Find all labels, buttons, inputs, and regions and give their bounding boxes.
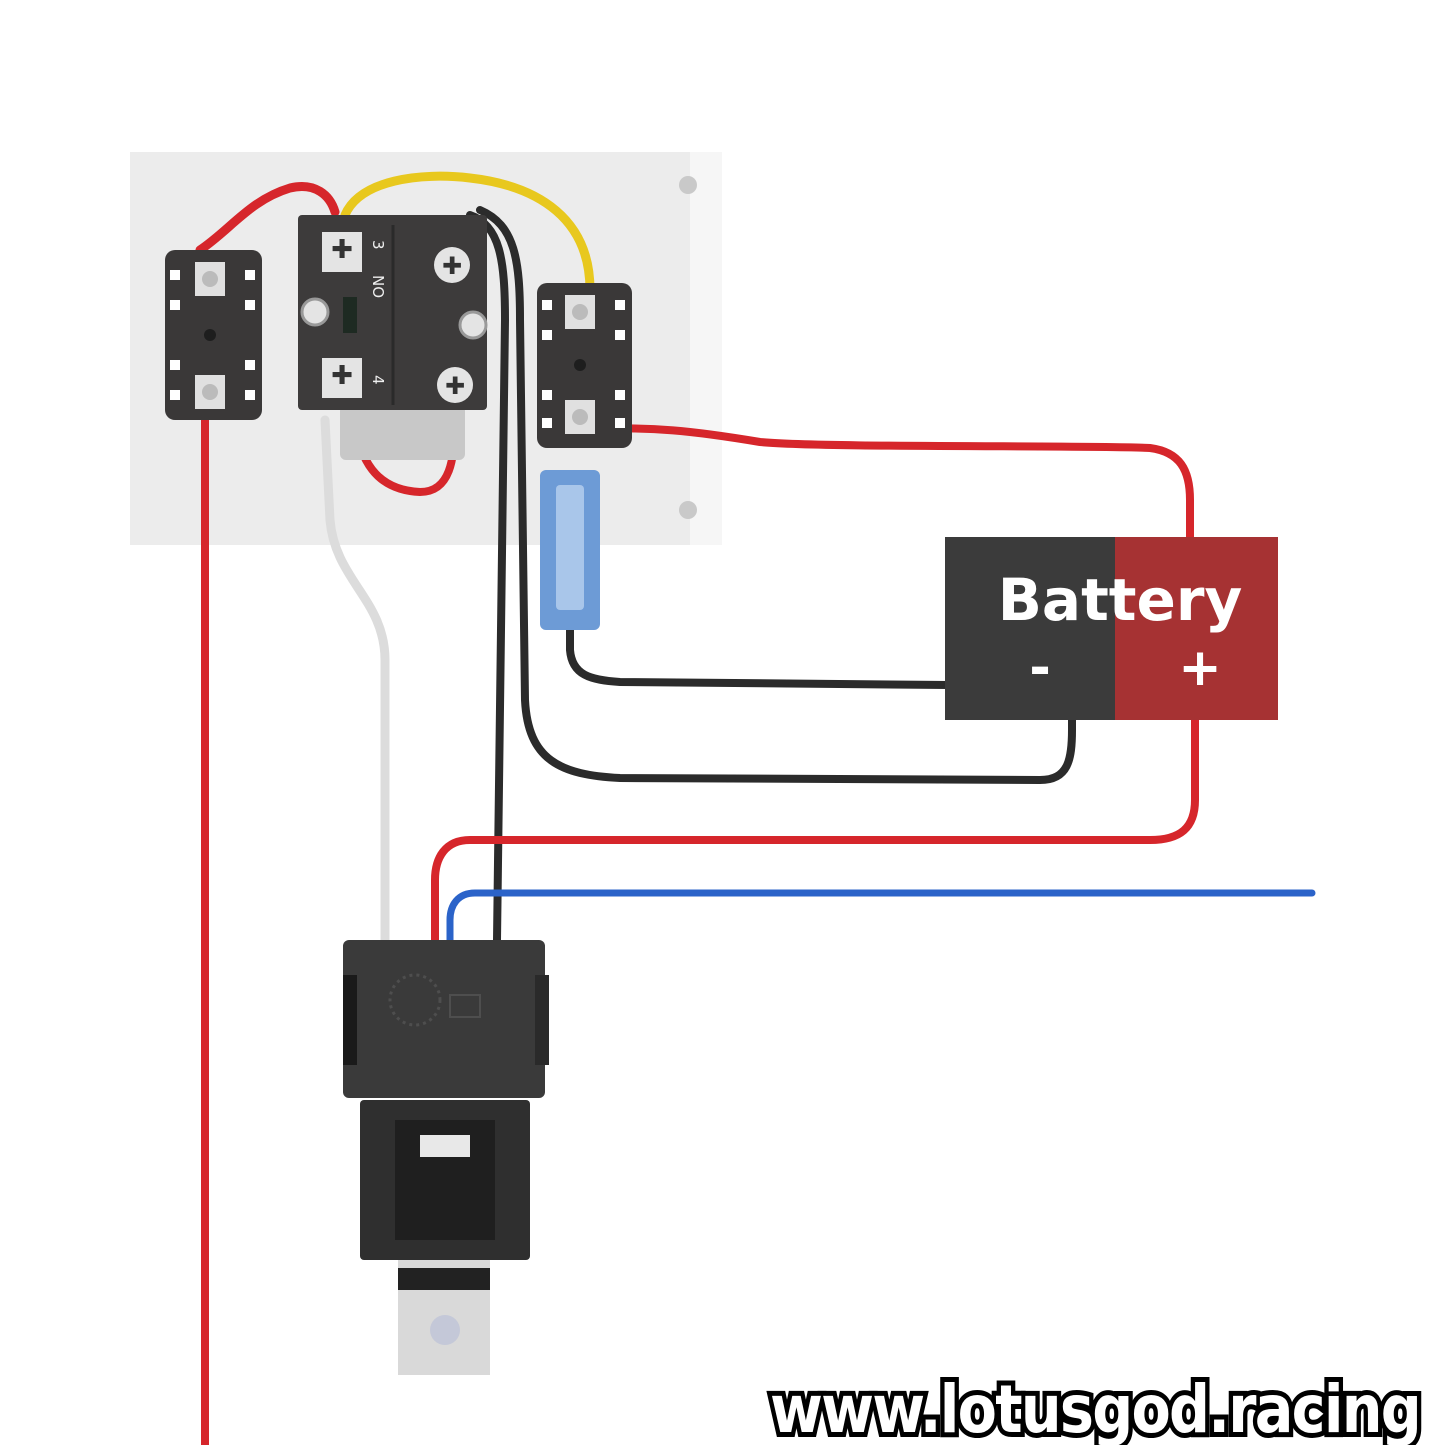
blue-wire bbox=[446, 889, 1316, 949]
svg-text:✚: ✚ bbox=[331, 361, 353, 391]
battery-label: Battery bbox=[998, 566, 1243, 634]
white-wire bbox=[320, 415, 390, 945]
battery-negative-label: - bbox=[1029, 638, 1051, 698]
switch-terminal-3-label: 3 bbox=[369, 240, 387, 250]
red-wire-battery-to-relay bbox=[431, 716, 1199, 949]
switch-no-label: NO bbox=[369, 275, 387, 298]
left-terminal-block bbox=[165, 250, 262, 420]
blue-spade-connector bbox=[540, 470, 600, 630]
panel-hole-bottom bbox=[679, 501, 697, 519]
yellow-wire bbox=[340, 171, 595, 295]
watermark: www.lotusgod.racing bbox=[770, 1371, 1420, 1445]
battery: Battery - + bbox=[945, 537, 1278, 720]
svg-text:✚: ✚ bbox=[445, 372, 465, 400]
battery-positive-label: + bbox=[1178, 638, 1222, 698]
black-wire-to-battery-negative bbox=[476, 206, 1076, 784]
switch-terminal-4-label: 4 bbox=[369, 375, 387, 385]
panel-hole-top bbox=[679, 176, 697, 194]
svg-text:✚: ✚ bbox=[331, 235, 353, 265]
switch-contact-block: ✚ ✚ ✚ ✚ 3 NO 4 bbox=[298, 215, 488, 460]
black-wire-spade-to-battery bbox=[566, 616, 952, 689]
red-wire-to-battery-positive bbox=[571, 424, 1194, 544]
svg-text:✚: ✚ bbox=[442, 252, 462, 280]
right-terminal-block bbox=[537, 283, 632, 448]
relay bbox=[343, 940, 549, 1375]
red-wire-top-jumper bbox=[195, 182, 340, 255]
